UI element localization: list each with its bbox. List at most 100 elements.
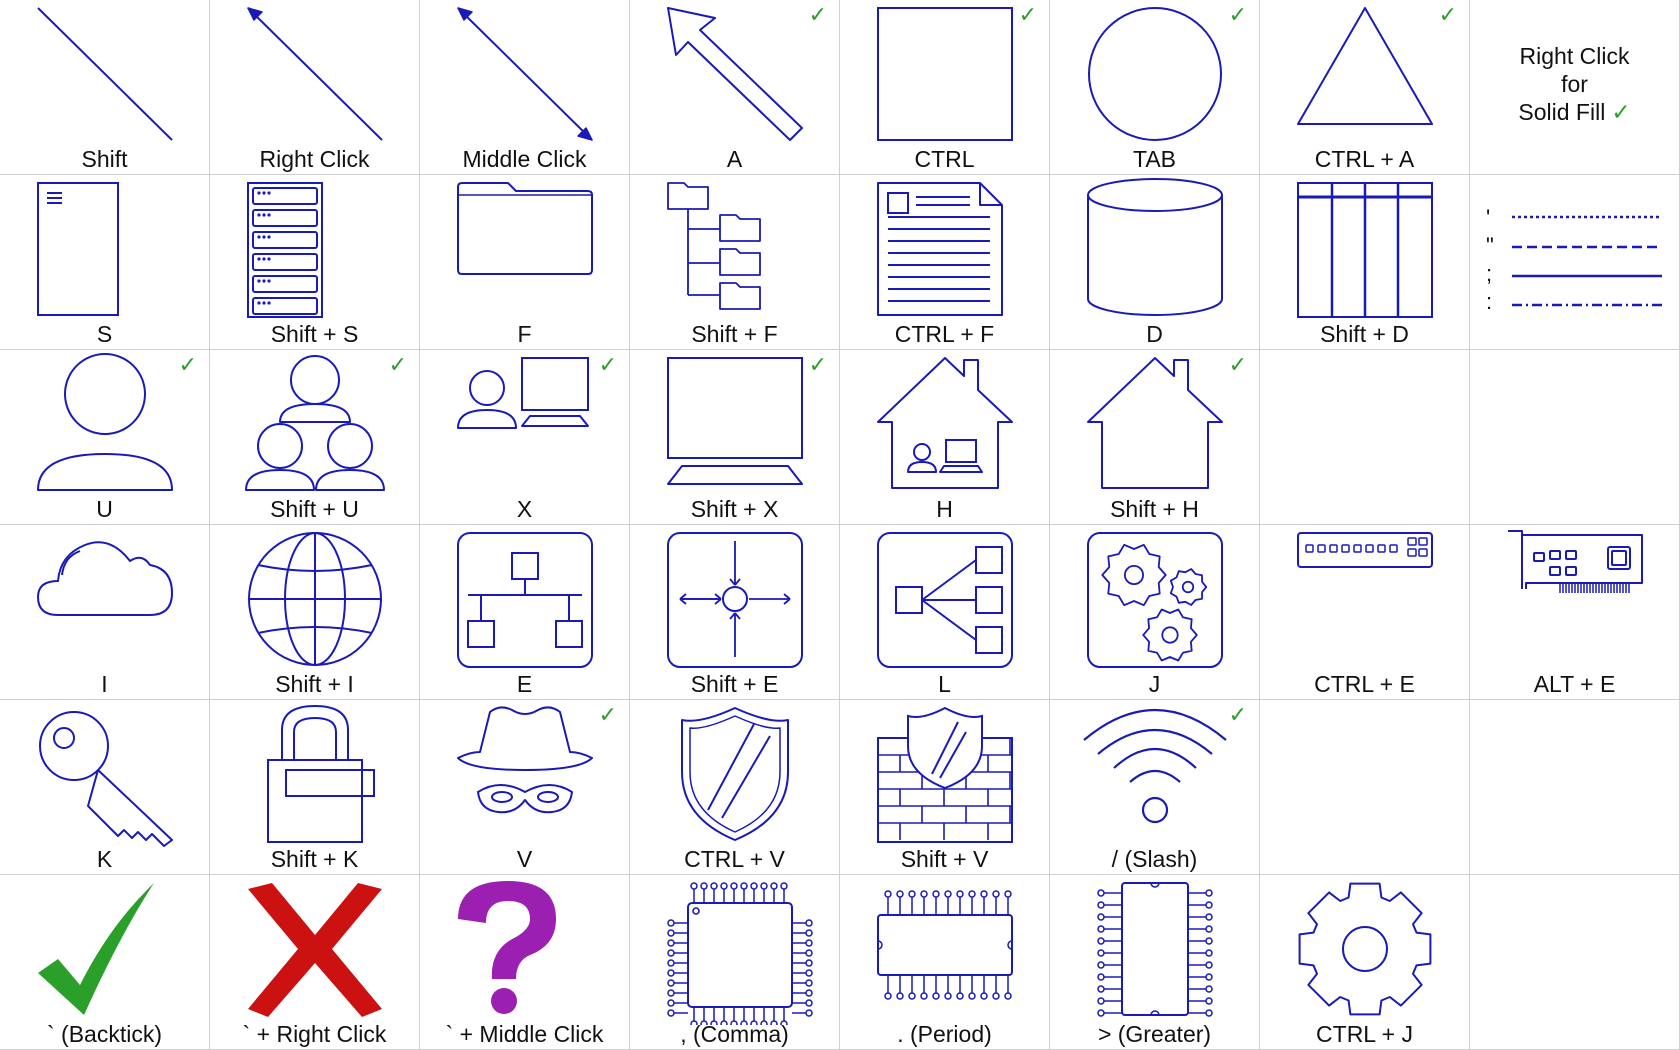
shortcut-label: / (Slash) [1111, 846, 1198, 872]
check-icon: ✓ [808, 2, 827, 27]
table-icon [1297, 182, 1433, 318]
shield-icon [681, 707, 789, 841]
shortcut-label: Shift + H [1110, 496, 1199, 522]
user-icon [37, 353, 173, 491]
shortcut-label: CTRL + F [894, 321, 995, 347]
block-arrow-icon [667, 7, 803, 141]
shortcut-label: CTRL + A [1314, 146, 1415, 172]
shortcut-label: Shift + D [1320, 321, 1409, 347]
cell-line: Shift [0, 0, 210, 175]
shortcut-label: ` + Middle Click [445, 1021, 604, 1047]
cell-line-styles: '";: [1470, 175, 1680, 350]
network-card-icon [1508, 530, 1643, 593]
square-icon [877, 7, 1013, 141]
shortcut-label: ALT + E [1533, 671, 1616, 697]
cell-question-mark: ` + Middle Click [420, 875, 630, 1050]
note-line: for [1561, 71, 1588, 97]
cell-block-arrow: ✓A [630, 0, 840, 175]
cell-empty [1260, 350, 1470, 525]
shortcut-label: I [101, 671, 108, 697]
shortcut-label: F [517, 321, 532, 347]
gear-icon [1298, 882, 1432, 1016]
shortcut-label: CTRL + E [1314, 671, 1415, 697]
cell-cloud: I [0, 525, 210, 700]
cell-empty [1470, 350, 1680, 525]
ic-chip-vertical-icon [1097, 882, 1213, 1017]
shortcut-label: L [938, 671, 951, 697]
cell-network-card: ALT + E [1470, 525, 1680, 700]
cell-square: ✓CTRL [840, 0, 1050, 175]
cell-firewall: Shift + V [840, 700, 1050, 875]
shortcut-label: Shift + I [275, 671, 354, 697]
cell-ic-chip-vertical: > (Greater) [1050, 875, 1260, 1050]
shortcut-label: , (Comma) [680, 1021, 789, 1047]
line-styles-icon [1512, 215, 1662, 307]
note-line: Right Click [1519, 43, 1630, 69]
shortcut-label: D [1146, 321, 1163, 347]
cell-globe: Shift + I [210, 525, 420, 700]
user-workstation-icon [457, 357, 589, 429]
shortcut-label: Shift + S [270, 321, 359, 347]
triangle-icon [1297, 7, 1433, 125]
shortcut-label: Right Click [259, 146, 370, 172]
shortcut-label: A [726, 146, 743, 172]
cpu-chip-icon [667, 882, 813, 1025]
check-icon: ✓ [598, 352, 617, 377]
cell-padlock: Shift + K [210, 700, 420, 875]
shortcut-label: Shift + X [690, 496, 779, 522]
cell-empty [1470, 875, 1680, 1050]
check-icon: ✓ [1228, 702, 1247, 727]
shortcut-label: Shift + F [691, 321, 778, 347]
cell-folder: F [420, 175, 630, 350]
firewall-icon [877, 706, 1013, 843]
cell-cpu-chip: , (Comma) [630, 875, 840, 1050]
home-office-icon [877, 357, 1013, 489]
cell-empty [1470, 700, 1680, 875]
folder-icon [457, 182, 593, 275]
cell-gears-box: J [1050, 525, 1260, 700]
check-icon: ✓ [1228, 352, 1247, 377]
cell-dip-chip: . (Period) [840, 875, 1050, 1050]
shortcut-label: K [96, 846, 113, 872]
shortcut-label: X [516, 496, 533, 522]
network-hierarchy-icon [457, 532, 593, 668]
cell-user-workstation: ✓X [420, 350, 630, 525]
cell-user: ✓U [0, 350, 210, 525]
cell-hacker: ✓V [420, 700, 630, 875]
users-group-icon [245, 355, 385, 491]
shortcut-label: > (Greater) [1097, 1021, 1212, 1047]
cell-distribution: L [840, 525, 1050, 700]
shortcut-label: J [1148, 671, 1161, 697]
shortcut-label: Shift + V [900, 846, 989, 872]
shortcut-label: CTRL + V [684, 846, 785, 872]
key-icon [39, 711, 173, 847]
arrow-start-line-icon [247, 7, 383, 141]
document-icon [877, 182, 1003, 316]
shortcut-label: V [516, 846, 533, 872]
cell-database: D [1050, 175, 1260, 350]
shortcut-label: Shift [81, 146, 128, 172]
hacker-icon [457, 706, 593, 814]
line-style-key: : [1486, 289, 1493, 314]
shortcut-label: H [936, 496, 953, 522]
network-switch-icon [1297, 532, 1433, 568]
cell-circle: ✓TAB [1050, 0, 1260, 175]
check-icon: ✓ [388, 352, 407, 377]
shortcut-label: Shift + E [690, 671, 779, 697]
shortcut-label: S [96, 321, 113, 347]
cell-shield: CTRL + V [630, 700, 840, 875]
check-icon: ✓ [1228, 2, 1247, 27]
house-icon [1087, 357, 1223, 489]
check-icon: ✓ [1438, 2, 1457, 27]
cell-arrow-both-line: Middle Click [420, 0, 630, 175]
padlock-icon [267, 705, 375, 843]
check-icon: ✓ [178, 352, 197, 377]
cell-gear: CTRL + J [1260, 875, 1470, 1050]
check-icon: ✓ [1018, 2, 1037, 27]
arrow-both-line-icon [457, 7, 593, 141]
server-rack-icon [247, 182, 323, 318]
cell-table: Shift + D [1260, 175, 1470, 350]
